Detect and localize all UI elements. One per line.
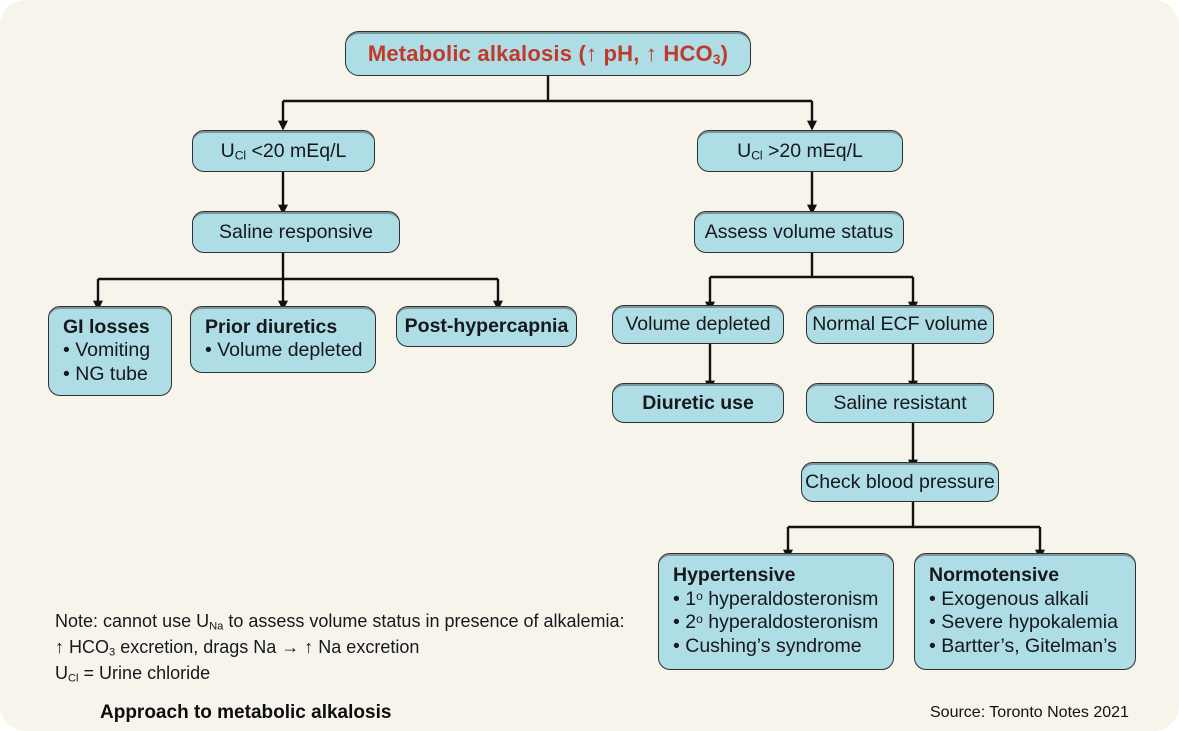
node-prior-diuretics: Prior diuretics • Volume depleted xyxy=(190,306,376,373)
list-item: • 1o hyperaldosteronism xyxy=(673,587,879,610)
node-title-text: Metabolic alkalosis (↑ pH, ↑ HCO3) xyxy=(367,40,729,67)
list-item: • Cushing’s syndrome xyxy=(673,635,862,658)
node-saline-resistant: Saline resistant xyxy=(806,383,994,423)
node-ucl-low-text: UCl <20 mEq/L xyxy=(220,139,347,163)
list-item: • Volume depleted xyxy=(205,339,363,362)
figure-caption: Approach to metabolic alkalosis xyxy=(100,702,392,723)
list-item: • Bartter’s, Gitelman’s xyxy=(929,635,1117,658)
node-normal-ecf-volume: Normal ECF volume xyxy=(806,305,994,344)
node-hypertensive-header: Hypertensive xyxy=(673,564,796,587)
node-gi-losses-header: GI losses xyxy=(63,315,150,338)
node-normal-ecf-volume-text: Normal ECF volume xyxy=(812,313,988,336)
node-ucl-high-text: UCl >20 mEq/L xyxy=(737,139,863,163)
node-hypertensive: Hypertensive • 1o hyperaldosteronism • 2… xyxy=(658,553,894,670)
note-line-2: ↑ HCO3 excretion, drags Na → ↑ Na excret… xyxy=(55,637,420,659)
node-saline-responsive-text: Saline responsive xyxy=(219,220,373,243)
node-diuretic-use-text: Diuretic use xyxy=(642,391,754,414)
node-metabolic-alkalosis: Metabolic alkalosis (↑ pH, ↑ HCO3) xyxy=(345,31,751,76)
node-post-hypercapnia-text: Post-hypercapnia xyxy=(404,315,569,338)
node-prior-diuretics-header: Prior diuretics xyxy=(205,315,338,338)
list-item: • NG tube xyxy=(63,362,148,385)
note-line-3: UCl = Urine chloride xyxy=(55,663,211,685)
node-volume-depleted: Volume depleted xyxy=(612,305,784,344)
figure-source: Source: Toronto Notes 2021 xyxy=(930,704,1129,721)
node-assess-volume-status-text: Assess volume status xyxy=(704,220,894,243)
node-saline-resistant-text: Saline resistant xyxy=(833,391,967,414)
node-volume-depleted-text: Volume depleted xyxy=(625,313,771,336)
node-ucl-high: UCl >20 mEq/L xyxy=(697,130,903,172)
list-item: • Severe hypokalemia xyxy=(929,611,1118,634)
node-check-blood-pressure-text: Check blood pressure xyxy=(805,470,995,493)
node-gi-losses: GI losses • Vomiting • NG tube xyxy=(48,306,172,396)
node-assess-volume-status: Assess volume status xyxy=(694,211,904,253)
list-item: • Vomiting xyxy=(63,338,151,361)
node-normotensive-header: Normotensive xyxy=(929,564,1060,587)
node-saline-responsive: Saline responsive xyxy=(192,211,400,253)
right-arrow-icon: → xyxy=(281,637,300,657)
note-line-1: Note: cannot use UNa to assess volume st… xyxy=(55,611,625,633)
list-item: • Exogenous alkali xyxy=(929,587,1089,610)
node-normotensive: Normotensive • Exogenous alkali • Severe… xyxy=(914,553,1136,670)
node-ucl-low: UCl <20 mEq/L xyxy=(192,130,375,172)
node-diuretic-use: Diuretic use xyxy=(612,383,784,423)
node-post-hypercapnia: Post-hypercapnia xyxy=(396,306,577,347)
node-check-blood-pressure: Check blood pressure xyxy=(801,462,999,502)
list-item: • 2o hyperaldosteronism xyxy=(673,611,879,634)
